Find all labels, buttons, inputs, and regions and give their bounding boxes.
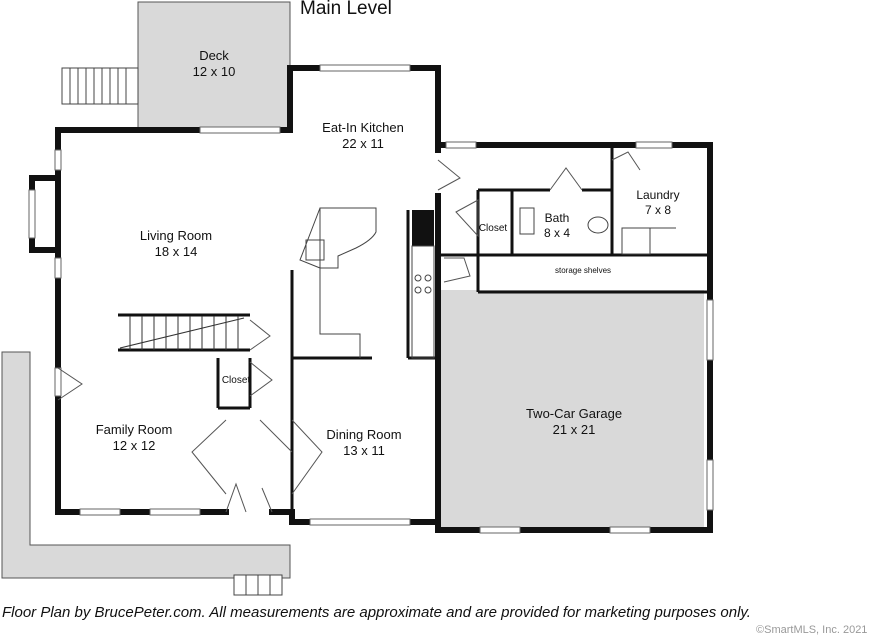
porch-area [1, 351, 291, 579]
plan-title: Main Level [300, 0, 392, 19]
kitchen-size: 22 x 11 [342, 136, 384, 151]
windows [28, 64, 714, 534]
living-size: 18 x 14 [155, 244, 198, 259]
bay-window [29, 175, 58, 253]
floor-plan: Deck 12 x 10 Eat-In Kitchen 22 x 11 Livi… [1, 1, 714, 596]
dining-name: Dining Room [326, 427, 401, 442]
front-steps [233, 574, 283, 596]
kitchen-name: Eat-In Kitchen [322, 120, 404, 135]
fridge-block [412, 210, 434, 246]
family-size: 12 x 12 [113, 438, 156, 453]
interior-walls [118, 145, 710, 512]
garage-name: Two-Car Garage [526, 406, 622, 421]
laundry-name: Laundry [636, 188, 679, 202]
deck-size: 12 x 10 [193, 64, 236, 79]
garage-floor [440, 290, 704, 530]
family-name: Family Room [96, 422, 173, 437]
closet-upper-label: Closet [479, 223, 508, 234]
footer-note: Floor Plan by BrucePeter.com. All measur… [2, 604, 751, 621]
storage-shelves-label: storage shelves [555, 266, 611, 275]
door-swings [57, 151, 641, 513]
copyright-note: ©SmartMLS, Inc. 2021 [756, 624, 868, 636]
living-name: Living Room [140, 228, 212, 243]
interior-stairs [119, 316, 245, 350]
garage-size: 21 x 21 [553, 422, 596, 437]
bath-size: 8 x 4 [544, 226, 570, 240]
closet-lower-label: Closet [222, 375, 251, 386]
kitchen-counters [299, 207, 676, 359]
bath-name: Bath [545, 211, 570, 225]
deck-stairs [61, 67, 139, 105]
laundry-size: 7 x 8 [645, 203, 671, 217]
deck-name: Deck [199, 48, 229, 63]
dining-size: 13 x 11 [343, 443, 385, 458]
